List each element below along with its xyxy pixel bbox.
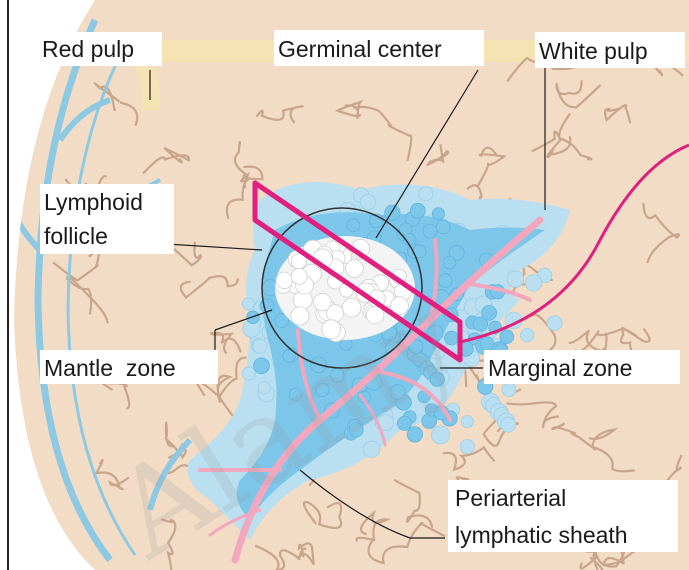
- white-pulp-cell: [253, 339, 267, 353]
- white-pulp-cell: [360, 194, 375, 209]
- mantle-zone-cell: [423, 224, 437, 238]
- white-pulp-cell: [432, 426, 450, 444]
- white-pulp-cell: [419, 187, 433, 201]
- white-pulp-cell: [460, 440, 474, 454]
- mantle-zone-cell: [443, 256, 456, 269]
- label-white-pulp: White pulp: [539, 38, 648, 64]
- mantle-zone-cell: [432, 208, 444, 220]
- mantle-zone-cell: [347, 219, 360, 232]
- germinal-center-cell: [291, 268, 307, 284]
- white-pulp-cell: [525, 275, 542, 292]
- label-red-pulp: Red pulp: [42, 36, 134, 62]
- white-pulp-cell: [547, 316, 562, 331]
- germinal-center-cell: [291, 307, 309, 325]
- mantle-zone-cell: [410, 203, 425, 218]
- germinal-center-cell: [314, 293, 332, 311]
- label-lymphoid: Lymphoid: [44, 189, 143, 215]
- white-pulp-cell: [461, 416, 473, 428]
- mantle-zone-cell: [500, 330, 514, 344]
- label-follicle: follicle: [44, 223, 108, 249]
- mantle-zone-cell: [438, 274, 452, 288]
- germinal-center-cell: [276, 272, 293, 289]
- white-pulp-cell: [242, 298, 254, 310]
- germinal-center-cell: [346, 260, 364, 278]
- mantle-zone-cell: [385, 205, 400, 220]
- label-lymphatic-sheath: lymphatic sheath: [455, 522, 628, 548]
- label-periarterial: Periarterial: [455, 485, 566, 511]
- label-marginal-zone: Marginal zone: [488, 355, 632, 381]
- white-pulp-cell: [520, 328, 533, 341]
- white-pulp-cell: [501, 417, 516, 432]
- mantle-zone-cell: [436, 220, 450, 234]
- mantle-zone-cell: [482, 306, 497, 321]
- white-pulp-cell: [507, 271, 524, 288]
- label-germinal-center: Germinal center: [278, 36, 442, 62]
- white-pulp-cell: [502, 383, 516, 397]
- label-mantle-zone: Mantle zone: [44, 355, 176, 381]
